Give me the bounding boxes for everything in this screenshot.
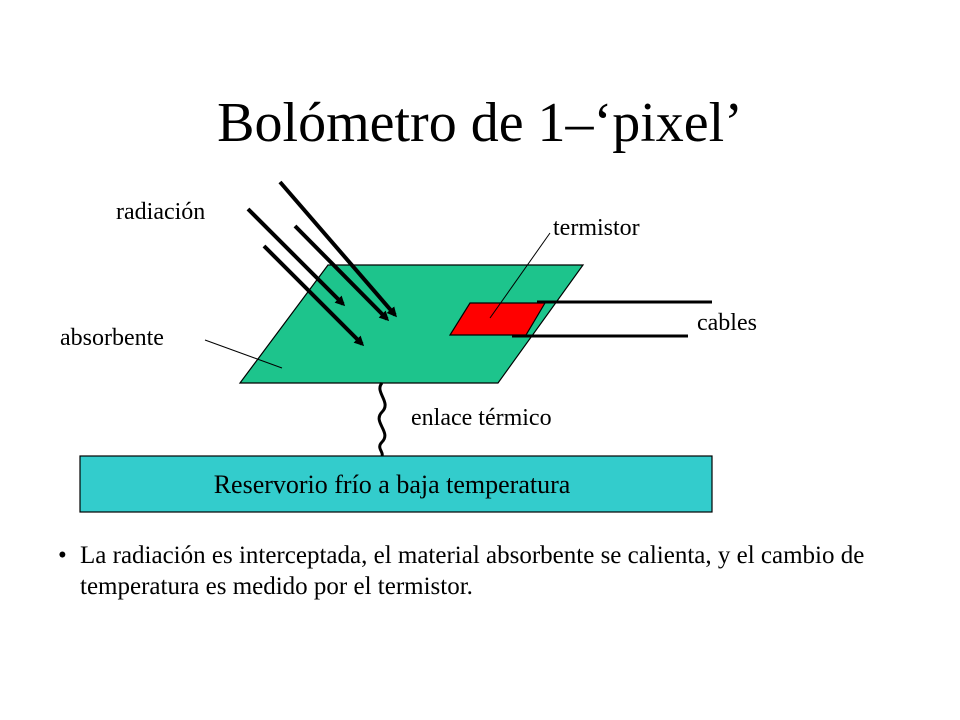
cables-label: cables [697,310,757,336]
thermistor-label: termistor [553,215,640,241]
reservoir-label: Reservorio frío a baja temperatura [214,470,571,499]
explanation-bullet: • La radiación es interceptada, el mater… [58,540,918,602]
radiation-arrow [262,244,365,347]
thermal-link-squiggle [377,382,387,457]
cold-reservoir [79,455,713,513]
thermistor-leader [489,232,551,319]
radiation-arrow [246,207,346,307]
radiation-label: radiación [116,199,205,225]
absorber-leader [204,339,283,369]
absorber-label: absorbente [60,325,164,351]
absorber-plate [238,264,585,384]
thermal-link-label: enlace térmico [411,405,552,431]
radiation-arrow [278,180,397,318]
bullet-text: La radiación es interceptada, el materia… [80,542,865,600]
radiation-arrows [246,180,397,347]
radiation-arrow [293,224,390,322]
bullet-marker: • [58,542,67,569]
page-title: Bolómetro de 1–‘pixel’ [217,92,743,154]
